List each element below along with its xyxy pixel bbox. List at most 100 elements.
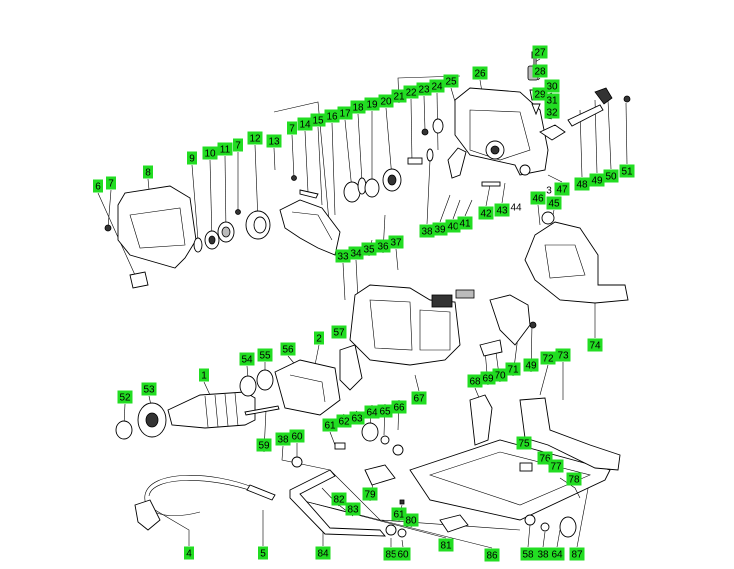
part-label-78: 78	[566, 472, 582, 486]
part-label-87: 87	[569, 547, 585, 561]
part-label-61: 61	[391, 507, 407, 521]
label-tag-bg	[187, 151, 197, 165]
part-label-28: 28	[532, 64, 548, 78]
label-tag-bg	[143, 165, 153, 179]
label-tag-bg	[429, 79, 445, 93]
label-text: 23	[418, 85, 430, 96]
label-text: 74	[589, 341, 601, 352]
part-label-16: 16	[324, 109, 340, 123]
label-tag-bg	[287, 121, 297, 135]
label-tag-bg	[411, 391, 427, 405]
label-text: 7	[289, 124, 295, 135]
label-tag-bg	[530, 191, 546, 205]
part-label-38: 38	[535, 547, 551, 561]
label-tag-bg	[438, 538, 454, 552]
part-label-30: 30	[544, 79, 560, 93]
part-label-38: 38	[419, 224, 435, 238]
label-tag-bg	[589, 173, 605, 187]
label-tag-bg	[535, 547, 551, 561]
label-tag-bg	[523, 358, 539, 372]
label-tag-bg	[603, 169, 619, 183]
label-tag-bg	[520, 547, 536, 561]
part-label-63: 63	[349, 411, 365, 425]
part-label-36: 36	[375, 239, 391, 253]
part-label-67: 67	[411, 391, 427, 405]
label-tag-bg	[331, 492, 347, 506]
label-text: 58	[522, 550, 534, 561]
label-tag-bg	[544, 79, 560, 93]
part-label-7: 7	[106, 176, 116, 190]
label-tag-bg	[391, 507, 407, 521]
part-label-12: 12	[247, 131, 263, 145]
label-text: 53	[143, 385, 155, 396]
label-tag-bg	[416, 82, 432, 96]
label-tag-bg	[258, 546, 268, 560]
label-text: 64	[366, 408, 378, 419]
label-text: 86	[486, 551, 498, 562]
part-label-17: 17	[337, 106, 353, 120]
part-label-26: 26	[472, 66, 488, 80]
label-text: 31	[546, 96, 558, 107]
label-text: 51	[621, 167, 633, 178]
part-label-80: 80	[403, 513, 419, 527]
blade-guard-cover-part	[117, 185, 197, 269]
part-label-35: 35	[361, 242, 377, 256]
label-text: 76	[539, 454, 551, 465]
part-label-1: 1	[199, 368, 209, 382]
part-label-27: 27	[532, 45, 548, 59]
label-text: 32	[546, 108, 558, 119]
part-label-33: 33	[335, 249, 351, 263]
part-label-81: 81	[438, 538, 454, 552]
label-tag-bg	[256, 438, 272, 452]
part-label-51: 51	[619, 164, 635, 178]
part-label-56: 56	[280, 342, 296, 356]
label-text: 63	[351, 414, 363, 425]
label-text: 26	[474, 69, 486, 80]
label-text: 69	[482, 374, 494, 385]
part-label-58: 58	[520, 547, 536, 561]
label-text: 20	[380, 97, 392, 108]
label-text: 81	[440, 541, 452, 552]
label-tag-bg	[391, 89, 407, 103]
part-label-44: 44	[510, 203, 522, 214]
label-text: 64	[551, 550, 563, 561]
label-tag-bg	[457, 216, 473, 230]
part-label-84: 84	[315, 546, 331, 560]
part-label-48: 48	[574, 177, 590, 191]
label-tag-bg	[532, 64, 548, 78]
label-tag-bg	[546, 196, 562, 210]
label-text: 30	[546, 82, 558, 93]
label-text: 45	[548, 199, 560, 210]
label-tag-bg	[443, 74, 459, 88]
label-text: 27	[534, 48, 546, 59]
label-text: 10	[204, 149, 216, 160]
label-tag-bg	[516, 436, 532, 450]
label-text: 57	[333, 328, 345, 339]
label-tag-bg	[362, 487, 378, 501]
label-text: 29	[534, 90, 546, 101]
label-tag-bg	[361, 242, 377, 256]
label-text: 82	[333, 495, 345, 506]
label-tag-bg	[544, 93, 560, 107]
label-tag-bg	[297, 117, 313, 131]
part-label-71: 71	[505, 362, 521, 376]
part-label-46: 46	[530, 191, 546, 205]
label-text: 12	[249, 134, 261, 145]
part-label-20: 20	[378, 94, 394, 108]
label-tag-bg	[480, 371, 496, 385]
label-tag-bg	[239, 352, 255, 366]
part-label-70: 70	[492, 368, 508, 382]
power-cord-part	[144, 475, 256, 516]
label-text: 56	[282, 345, 294, 356]
label-tag-bg	[555, 348, 571, 362]
stator-part	[274, 359, 341, 416]
label-tag-bg	[289, 429, 305, 443]
label-text: 48	[576, 180, 588, 191]
label-tag-bg	[549, 547, 565, 561]
label-text: 55	[259, 351, 271, 362]
upper-housing-part	[454, 87, 549, 176]
label-tag-bg	[315, 546, 331, 560]
part-label-50: 50	[603, 169, 619, 183]
label-text: 77	[550, 462, 562, 473]
part-label-29: 29	[532, 87, 548, 101]
